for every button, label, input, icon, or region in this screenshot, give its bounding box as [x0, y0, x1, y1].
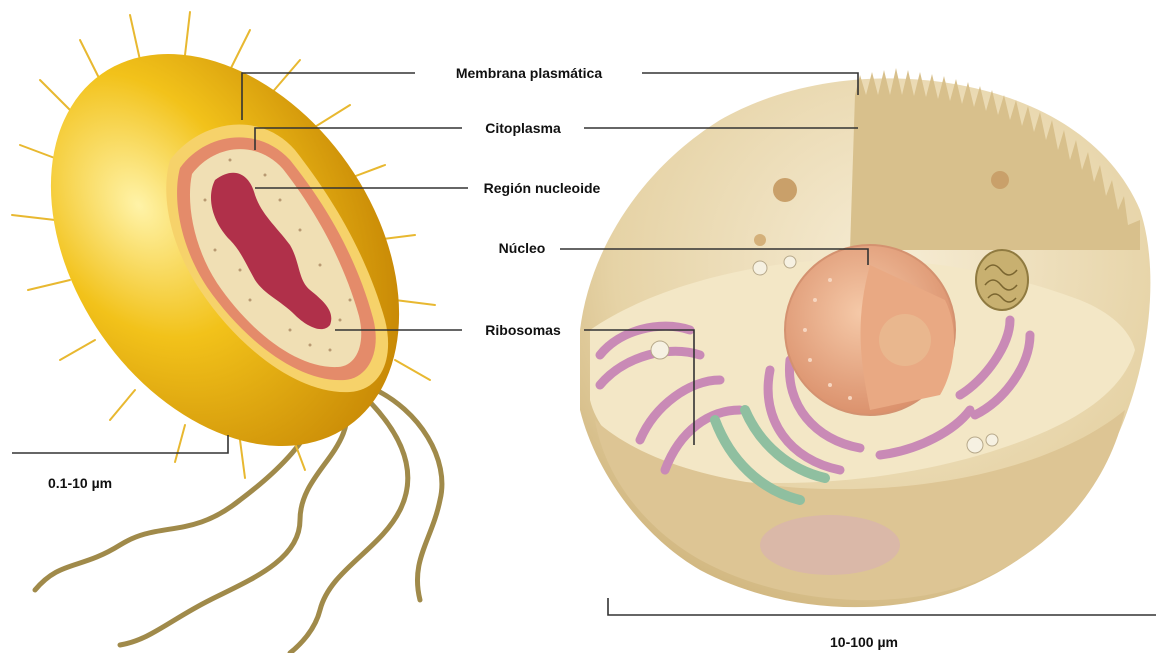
label-nucleoid: Región nucleoide [484, 180, 601, 196]
scale-label-eukaryote: 10-100 µm [830, 634, 898, 650]
animal-cell-illustration [580, 68, 1150, 607]
scale-bar-prokaryote [12, 435, 228, 453]
bacterium-illustration [0, 0, 471, 653]
mitochondrion [976, 250, 1028, 310]
vesicle [773, 178, 797, 202]
label-plasma-membrane: Membrana plasmática [456, 65, 602, 81]
animal-cell-vacuole [760, 515, 900, 575]
vesicle [991, 171, 1009, 189]
scale-label-prokaryote: 0.1-10 µm [48, 475, 112, 491]
label-ribosomes: Ribosomas [485, 322, 560, 338]
vesicle [754, 234, 766, 246]
label-nucleus: Núcleo [499, 240, 546, 256]
label-cytoplasm: Citoplasma [485, 120, 560, 136]
nucleolus [879, 314, 931, 366]
